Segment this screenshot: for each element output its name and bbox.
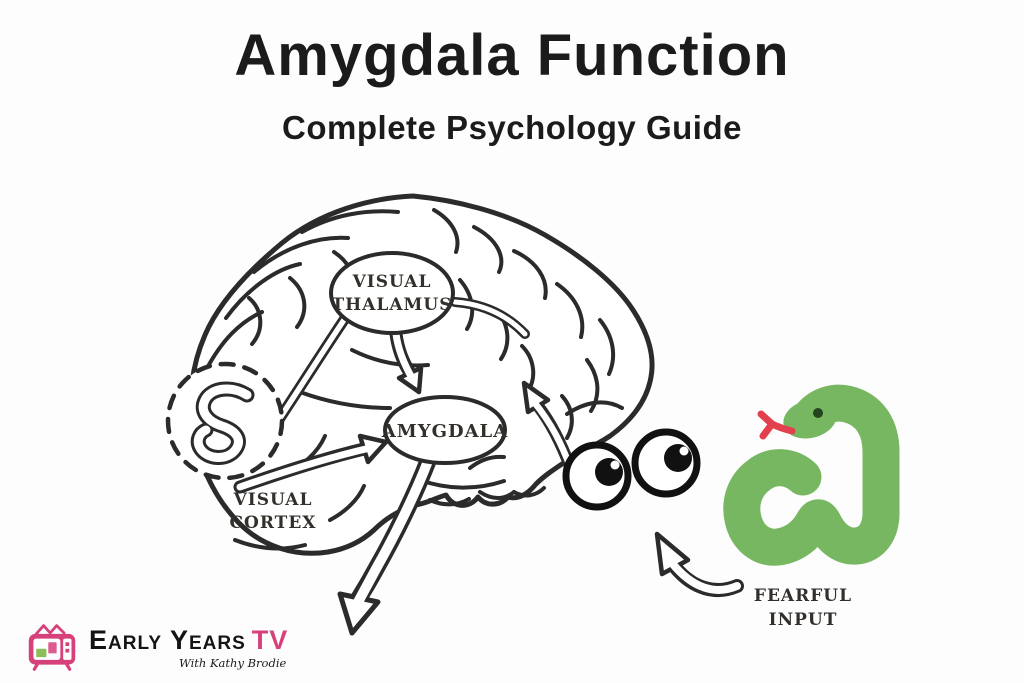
- visual-thalamus-label-line1: VISUAL: [352, 272, 432, 292]
- visual-cortex-region: VISUAL CORTEX: [165, 361, 317, 533]
- header: Amygdala Function Complete Psychology Gu…: [0, 0, 1024, 147]
- fearful-input-label-line2: INPUT: [769, 610, 838, 630]
- left-eye: [562, 441, 632, 511]
- visual-thalamus-node: VISUAL THALAMUS: [329, 251, 455, 335]
- snake-tongue: [757, 410, 796, 440]
- tv-icon: [28, 624, 76, 671]
- fearful-input-label-line1: FEARFUL: [754, 586, 852, 606]
- amygdala-label: AMYGDALA: [381, 421, 508, 442]
- brand-name-black: Early Years: [89, 625, 246, 655]
- eyes-icon: [562, 428, 701, 511]
- arrow-fearful-input: [654, 531, 744, 597]
- brand-name-tv: TV: [251, 625, 289, 655]
- cortex-snake-squiggle: [190, 381, 255, 465]
- snake-head: [783, 399, 837, 439]
- arrow-thalamus-to-amygdala: [389, 327, 424, 395]
- page-title: Amygdala Function: [234, 23, 790, 88]
- brand-tagline: With Kathy Brodie: [178, 656, 287, 670]
- snake-body: [723, 384, 900, 566]
- arrow-amygdala-output: [337, 452, 437, 636]
- visual-cortex-label-line2: CORTEX: [230, 513, 317, 533]
- snake-icon: [723, 384, 900, 566]
- snake-eye: [813, 408, 823, 418]
- visual-thalamus-label-line2: THALAMUS: [332, 295, 453, 315]
- amygdala-node: AMYGDALA: [381, 395, 508, 465]
- arrow-cortex-to-amygdala: [233, 433, 389, 494]
- visual-cortex-label-line1: VISUAL: [233, 490, 313, 510]
- pathway-thalamus-to-eyes: [450, 297, 530, 339]
- page-subtitle: Complete Psychology Guide: [282, 108, 742, 146]
- right-eye: [631, 428, 701, 498]
